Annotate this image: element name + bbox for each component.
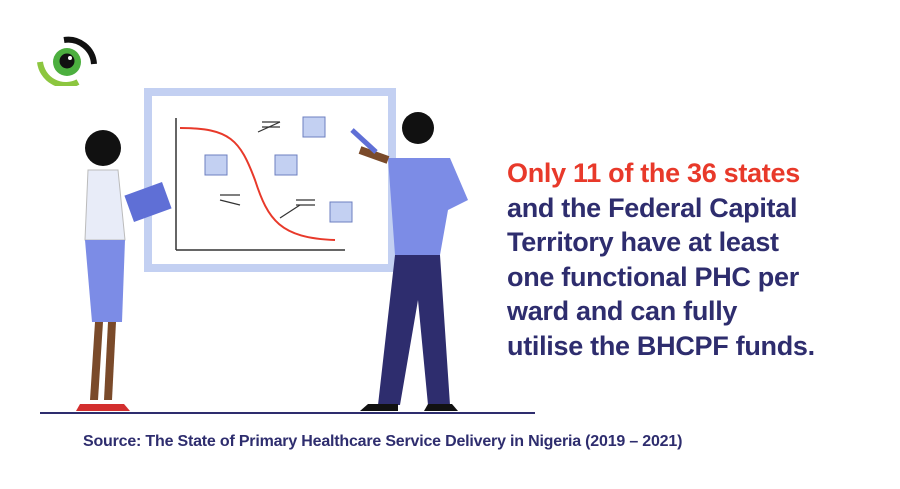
headline-highlight: Only 11 of the 36 states xyxy=(507,158,800,188)
headline-line: one functional PHC per xyxy=(507,261,799,292)
woman-figure xyxy=(76,130,172,411)
headline: Only 11 of the 36 states and the Federal… xyxy=(507,156,815,363)
man-figure xyxy=(350,112,468,411)
headline-line: and the Federal Capital xyxy=(507,192,798,223)
headline-line: Territory have at least xyxy=(507,227,779,257)
whiteboard xyxy=(144,88,396,272)
illustration-presentation xyxy=(40,88,535,414)
headline-line: utilise the BHCPF funds. xyxy=(507,330,815,361)
source-citation: Source: The State of Primary Healthcare … xyxy=(83,433,683,450)
eye-logo xyxy=(37,36,97,86)
headline-line: ward and can fully xyxy=(507,296,738,326)
